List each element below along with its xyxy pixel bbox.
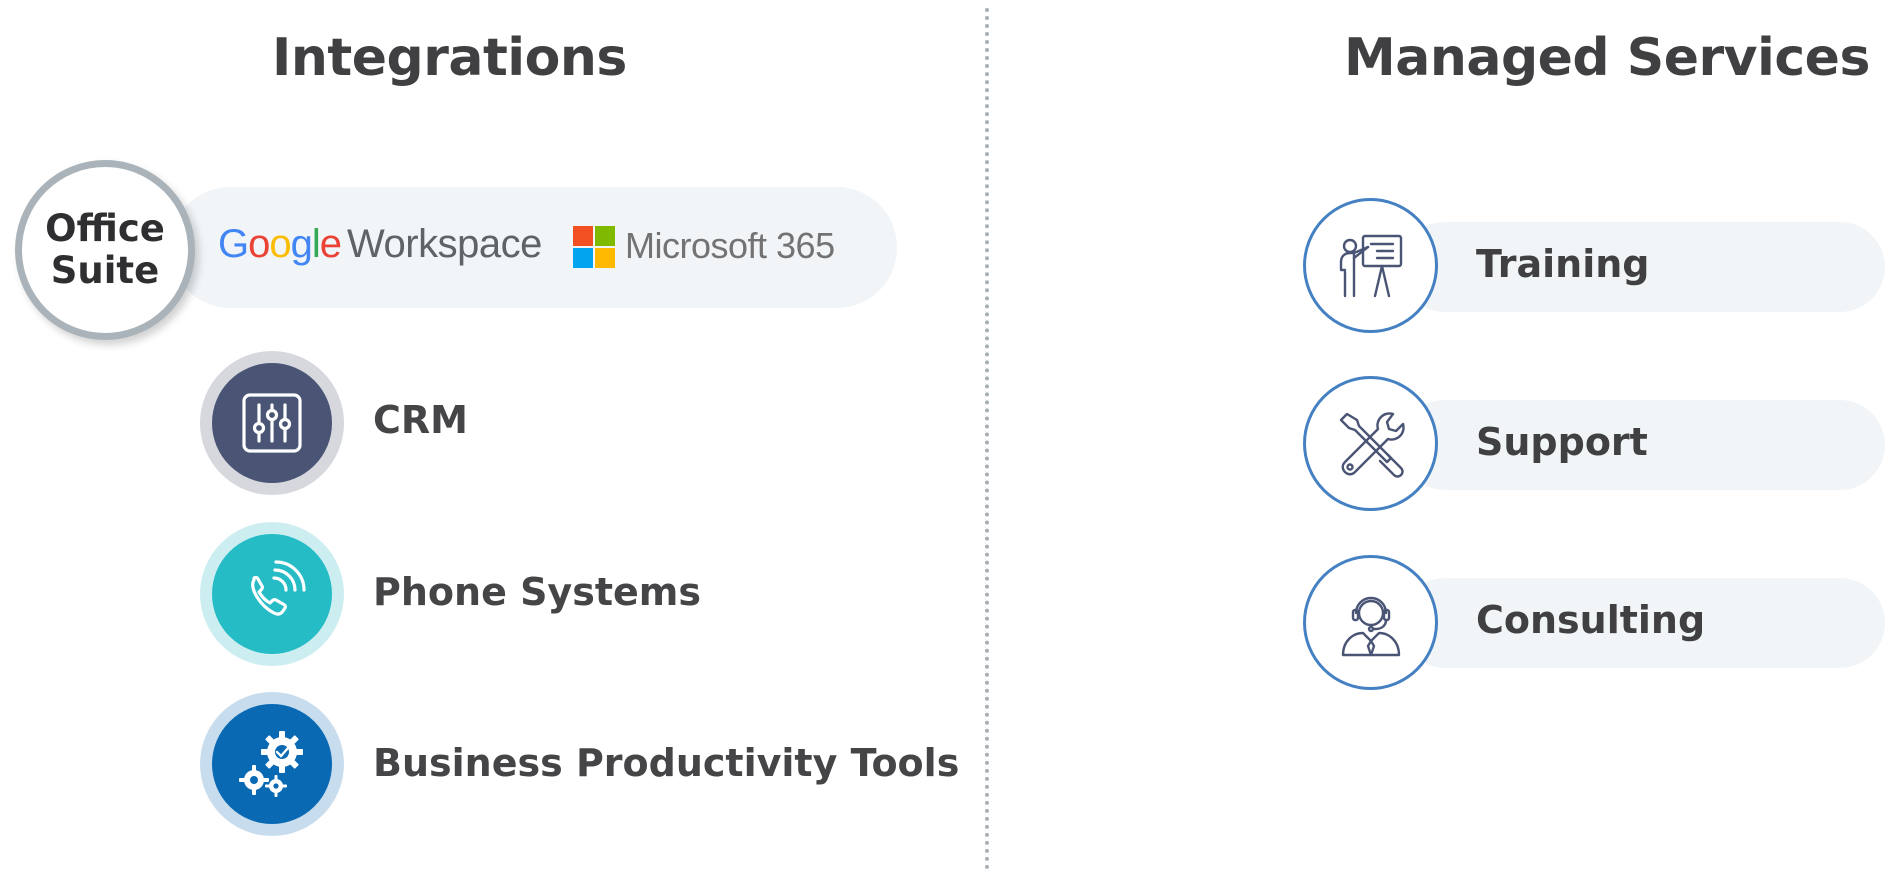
microsoft-logo-square: [595, 248, 615, 268]
training-row: [1400, 222, 1885, 312]
headset-agent-icon: [1341, 596, 1400, 656]
microsoft-logo-square: [595, 226, 615, 246]
gears-icon: [239, 731, 303, 797]
training-label: Training: [1476, 242, 1650, 286]
google-logo-letter: g: [290, 222, 313, 266]
office-suite-badge: Office Suite: [15, 160, 195, 340]
microsoft-logo-icon: [573, 226, 615, 268]
google-workspace-label: Workspace: [347, 222, 542, 266]
google-logo-letter: o: [248, 222, 270, 266]
consulting-icon-badge: [1303, 555, 1438, 690]
google-logo-letter: e: [319, 222, 342, 266]
crm-label: CRM: [373, 398, 468, 442]
consulting-label: Consulting: [1476, 598, 1706, 642]
google-logo-letter: l: [311, 222, 321, 266]
microsoft-logo-square: [573, 248, 593, 268]
training-icon-badge: [1303, 198, 1438, 333]
consulting-row: [1400, 578, 1885, 668]
phone-icon: [251, 560, 306, 616]
phone-systems-label: Phone Systems: [373, 570, 701, 614]
crm-icon-badge: [200, 351, 344, 495]
office-suite-row: [170, 187, 897, 308]
google-logo-letter: o: [269, 222, 291, 266]
sliders-icon: [242, 393, 302, 453]
crm-icon-core: [212, 363, 332, 483]
business-productivity-tools-label: Business Productivity Tools: [373, 741, 960, 785]
support-row: [1400, 400, 1885, 490]
presentation-icon: [1339, 234, 1402, 297]
phone-systems-icon-badge: [200, 522, 344, 666]
productivity-tools-icon-core: [212, 704, 332, 824]
office-suite-badge-line1: Office: [45, 207, 165, 250]
office-suite-badge-line2: Suite: [50, 249, 160, 292]
managed-services-title: Managed Services: [1344, 28, 1870, 88]
microsoft-logo-square: [573, 226, 593, 246]
phone-systems-icon-core: [212, 534, 332, 654]
support-icon-badge: [1303, 376, 1438, 511]
integrations-title: Integrations: [272, 28, 627, 88]
section-divider: [985, 8, 989, 870]
google-logo-letter: G: [218, 222, 249, 266]
productivity-tools-icon-badge: [200, 692, 344, 836]
tools-icon: [1339, 411, 1405, 478]
microsoft-365-label: Microsoft 365: [625, 225, 835, 266]
support-label: Support: [1476, 420, 1648, 464]
